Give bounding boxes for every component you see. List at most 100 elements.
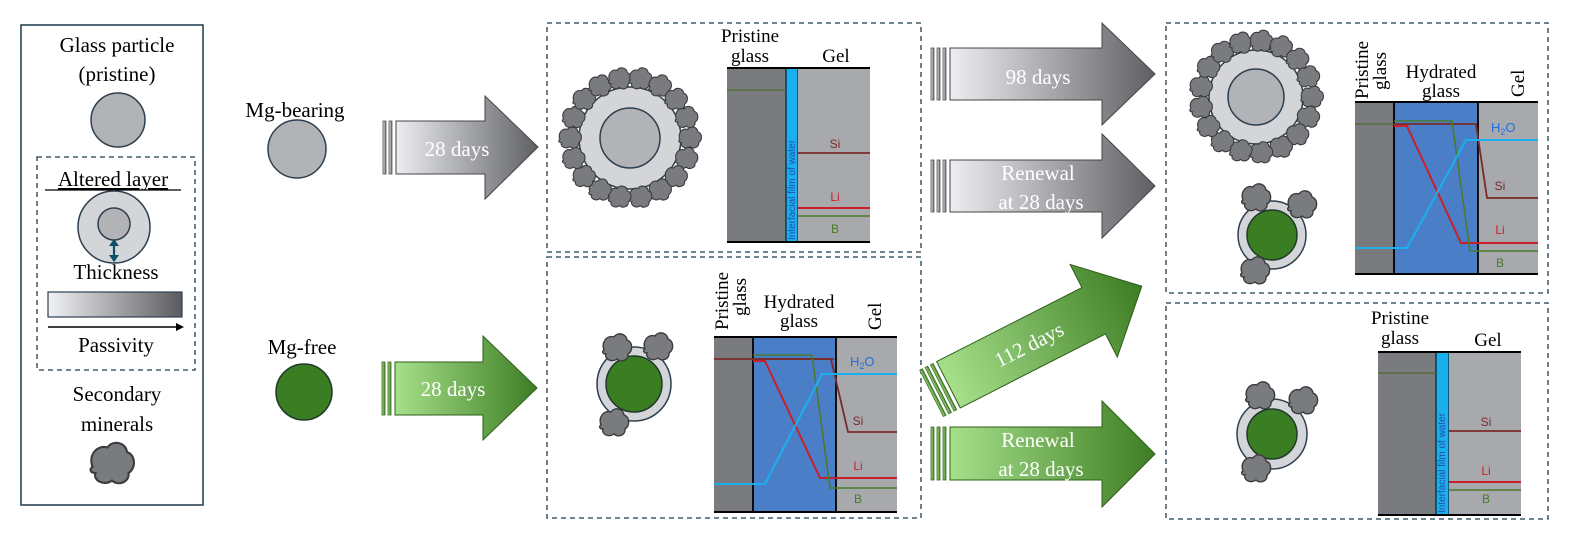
label-h2o: H2O	[850, 354, 875, 371]
label-li: Li	[830, 190, 839, 204]
arrow-98-days: 98 days	[930, 21, 1156, 127]
profile-label-gel: Gel	[865, 303, 886, 330]
mineral-icon	[628, 67, 653, 90]
label-si: Si	[853, 414, 864, 428]
profile-label-glass: glass	[730, 278, 751, 316]
label-b: B	[1482, 492, 1490, 506]
right-bottom-panel: Pristine glass Gel Si Li B Interfacial f…	[1165, 302, 1549, 520]
profile-label-hydrated: Hydrated	[764, 292, 835, 313]
li-line	[753, 360, 897, 479]
arrow-renewal-bottom-label-2: at 28 days	[998, 457, 1083, 481]
profile-label-pristine: Pristine	[1371, 308, 1429, 329]
label-li: Li	[1495, 223, 1504, 237]
mineral-icon	[1249, 141, 1274, 164]
mg-bearing-particle	[267, 119, 327, 179]
legend-thickness-arrowheads	[109, 239, 119, 262]
mineral-icon	[1228, 31, 1253, 54]
label-b: B	[831, 222, 839, 236]
arrow-renewal-top-label-2: at 28 days	[998, 190, 1083, 214]
right-top-panel: Pristine glass Hydrated glass Gel H2O Si…	[1165, 22, 1549, 294]
mineral-icon	[601, 333, 633, 362]
arrow-112-days: 112 days	[919, 263, 1143, 418]
mineral-icon	[1296, 65, 1321, 88]
mineral-icon	[1249, 29, 1274, 52]
si-line	[753, 358, 897, 433]
arrow-28-days-mg-bearing: 28 days	[382, 94, 539, 201]
li-line	[1394, 125, 1538, 244]
mineral-icon	[1300, 85, 1324, 108]
profile-label-glass: glass	[731, 46, 769, 67]
water-film-label: Interfacial film of water	[787, 139, 798, 240]
arrow-renewal-bottom-label-1: Renewal	[1001, 428, 1075, 452]
mineral-icon	[678, 126, 702, 149]
mid-top-profile: Pristine glass Gel Si Li B Interfacial f…	[721, 26, 870, 243]
profile-label-pristine: Pristine	[712, 272, 733, 330]
mineral-icon	[1287, 386, 1319, 415]
legend-altered-box	[36, 156, 196, 371]
zone-pristine-glass	[1378, 352, 1436, 515]
profile-label-pristine: Pristine	[721, 26, 779, 47]
mid-top-core	[599, 107, 661, 169]
label-b: B	[854, 492, 862, 506]
mineral-icon	[1285, 47, 1310, 70]
profile-label-gel: Gel	[822, 46, 849, 67]
legend-thickness: Thickness	[73, 260, 158, 284]
mineral-icon	[558, 126, 582, 149]
legend-altered-particle-core	[97, 207, 131, 241]
mid-bottom-panel: Pristine glass Hydrated glass Gel H2O Si…	[546, 256, 922, 519]
legend-passivity: Passivity	[78, 333, 154, 357]
mid-bottom-core	[605, 355, 663, 413]
right-top-profile: Pristine glass Hydrated glass Gel H2O Si…	[1352, 41, 1538, 275]
legend-passivity-bar	[47, 291, 183, 318]
legend-secondary-2: minerals	[81, 412, 153, 436]
mineral-icon	[664, 87, 688, 110]
row-label-mg-bearing: Mg-bearing	[245, 98, 345, 122]
legend-particle-title-2: (pristine)	[79, 62, 156, 86]
arrow-28-days-top-label: 28 days	[425, 137, 490, 161]
profile-label-hydrated: Hydrated	[1406, 62, 1477, 83]
legend-particle-title-1: Glass particle	[60, 33, 175, 57]
arrow-renewal-top-label-1: Renewal	[1001, 161, 1075, 185]
mineral-icon	[628, 185, 653, 208]
si-line	[1394, 123, 1538, 199]
legend-secondary-1: Secondary	[73, 382, 162, 406]
profile-label-hydrated-glass: glass	[780, 311, 818, 332]
right-top-core	[1227, 68, 1285, 126]
mg-free-particle	[275, 363, 333, 421]
b-line	[1394, 120, 1538, 252]
right-top-mgfree-core	[1246, 209, 1298, 261]
label-b: B	[1496, 256, 1504, 270]
mid-bottom-profile: Pristine glass Hydrated glass Gel H2O Si…	[712, 272, 897, 513]
mid-top-panel: Pristine glass Gel Si Li B Interfacial f…	[546, 22, 922, 253]
water-film-label: Interfacial film of water	[1437, 412, 1448, 513]
legend-altered-title: Altered layer	[58, 167, 168, 191]
h2o-line	[714, 373, 897, 485]
row-label-mg-free: Mg-free	[268, 335, 337, 359]
legend-passivity-arrowhead	[176, 323, 184, 331]
profile-label-glass: glass	[1381, 328, 1419, 349]
arrow-98-days-label: 98 days	[1006, 65, 1071, 89]
label-si: Si	[1481, 415, 1492, 429]
right-bottom-profile: Pristine glass Gel Si Li B Interfacial f…	[1371, 308, 1521, 516]
b-line	[753, 354, 897, 489]
label-li: Li	[853, 459, 862, 473]
mineral-icon	[642, 332, 674, 361]
profile-label-gel: Gel	[1508, 70, 1529, 97]
mineral-icon	[1240, 183, 1272, 212]
h2o-line	[1355, 139, 1538, 249]
arrow-renewal-top: Renewal at 28 days	[930, 132, 1156, 240]
mineral-icon	[588, 74, 612, 97]
mineral-icon	[1189, 75, 1213, 98]
mineral-icon	[1244, 381, 1276, 410]
legend-panel: Glass particle (pristine) Altered layer …	[20, 24, 204, 506]
label-li: Li	[1481, 464, 1490, 478]
zone-pristine-glass	[1355, 102, 1394, 274]
arrow-28-days-bottom-label: 28 days	[421, 377, 486, 401]
mineral-icon	[1286, 190, 1318, 219]
profile-label-hydrated-glass: glass	[1422, 81, 1460, 102]
arrow-renewal-bottom: Renewal at 28 days	[930, 399, 1156, 509]
zone-pristine-glass	[714, 337, 753, 512]
profile-label-gel: Gel	[1474, 330, 1501, 351]
